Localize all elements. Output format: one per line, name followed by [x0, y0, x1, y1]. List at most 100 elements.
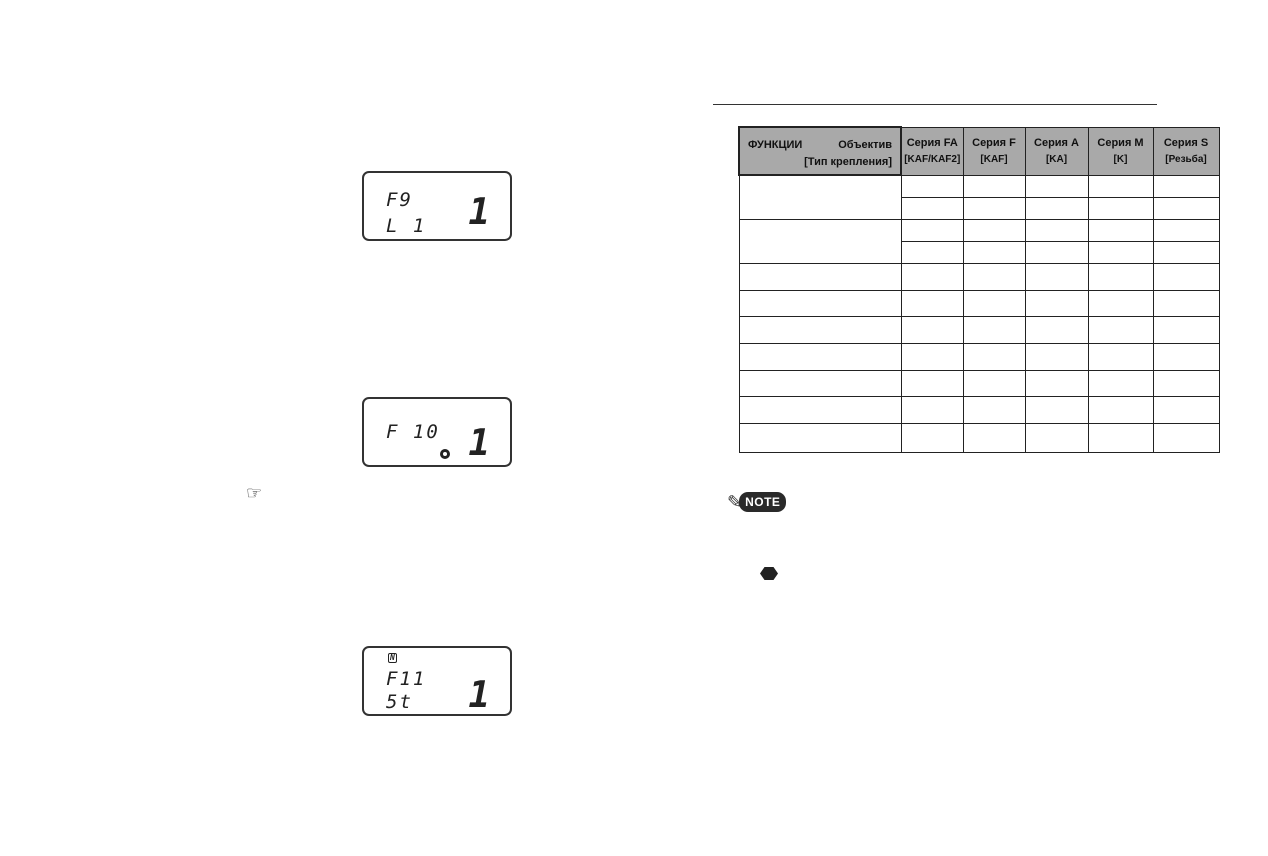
table-cell [1087, 196, 1154, 220]
lcd-value: 1 [468, 423, 490, 464]
table-cell [1152, 196, 1220, 220]
table-row [738, 342, 1220, 371]
header-fa-series: Серия FA [KAF/KAF2] [900, 126, 964, 176]
lcd-line2: L 1 [386, 215, 427, 237]
table-cell [1087, 342, 1154, 371]
header-mount: [Тип крепления] [804, 156, 892, 168]
column-mount: [KA] [1045, 153, 1068, 165]
table-cell [1152, 315, 1220, 344]
table-cell [1024, 262, 1089, 291]
table-cell [738, 422, 902, 453]
table-cell [1024, 240, 1089, 264]
table-row [738, 289, 1220, 317]
table-cell [900, 240, 964, 264]
pencil-icon: ✎ [727, 492, 743, 512]
table-cell [1152, 422, 1220, 453]
column-mount: [KAF] [980, 153, 1008, 165]
table-cell [900, 289, 964, 317]
column-title: Серия A [1034, 136, 1079, 149]
header-f-series: Серия F [KAF] [962, 126, 1026, 176]
table-cell [900, 315, 964, 344]
table-cell [962, 289, 1026, 317]
table-cell [962, 262, 1026, 291]
lcd-line2: 5t [386, 691, 413, 713]
table-cell [962, 240, 1026, 264]
column-title: Серия S [1163, 136, 1209, 149]
lcd-line1: F11 [386, 668, 427, 690]
pointing-hand-icon: ☞ [246, 483, 263, 503]
table-cell [1087, 315, 1154, 344]
column-title: Серия F [972, 136, 1016, 149]
table-cell [900, 395, 964, 424]
table-cell [1087, 289, 1154, 317]
table-cell [900, 422, 964, 453]
column-mount: [KAF/KAF2] [904, 153, 961, 165]
table-row [738, 315, 1220, 344]
table-cell [738, 218, 902, 264]
hexagon-icon [760, 567, 778, 580]
table-cell [1024, 315, 1089, 344]
table-cell [1087, 240, 1154, 264]
table-cell [962, 196, 1026, 220]
header-functions-lens: ФУНКЦИИ Объектив [Тип крепления] [738, 126, 902, 176]
table-cell [1024, 422, 1089, 453]
table-cell [738, 289, 902, 317]
table-cell [900, 262, 964, 291]
dot-icon [440, 449, 450, 459]
lcd-line1: F9 [386, 189, 413, 211]
table-cell [1024, 174, 1089, 198]
table-cell [1152, 369, 1220, 397]
table-cell [738, 315, 902, 344]
note-marker: ✎ NOTE [727, 490, 787, 514]
lcd-panel-f10: F 10 1 [362, 397, 512, 467]
table-cell [1152, 174, 1220, 198]
table-cell [738, 174, 902, 220]
table-row [738, 422, 1220, 453]
table-cell [1024, 369, 1089, 397]
lcd-line1: F 10 [386, 421, 440, 443]
table-cell [1024, 196, 1089, 220]
lcd-badge: N [388, 653, 397, 663]
table-cell [900, 174, 964, 198]
table-cell [1152, 218, 1220, 242]
table-row [739, 196, 1220, 220]
lens-compatibility-table: ФУНКЦИИ Объектив [Тип крепления] Серия F… [738, 126, 1220, 453]
table-cell [900, 196, 964, 220]
table-cell [1087, 174, 1154, 198]
table-cell [1024, 342, 1089, 371]
table-row [738, 262, 1220, 291]
table-cell [1087, 262, 1154, 291]
table-cell [1152, 289, 1220, 317]
lcd-panel-f9: F9 L 1 1 [362, 171, 512, 241]
column-mount: [K] [1113, 153, 1128, 165]
header-s-series: Серия S [Резьба] [1152, 126, 1220, 176]
lcd-panel-f11: N F11 5t 1 [362, 646, 512, 716]
table-cell [900, 369, 964, 397]
table-row [738, 369, 1220, 397]
header-m-series: Серия M [K] [1087, 126, 1154, 176]
table-cell [962, 315, 1026, 344]
table-cell [962, 369, 1026, 397]
page-rule [713, 104, 1157, 105]
header-lens: Объектив [838, 139, 892, 151]
header-a-series: Серия A [KA] [1024, 126, 1089, 176]
table-cell [962, 218, 1026, 242]
table-cell [738, 395, 902, 424]
lcd-value: 1 [468, 192, 490, 233]
table-cell [738, 369, 902, 397]
note-label: NOTE [739, 492, 787, 512]
column-title: Серия FA [906, 136, 958, 149]
table-cell [900, 342, 964, 371]
table-cell [1087, 395, 1154, 424]
table-cell [1087, 422, 1154, 453]
table-header-row: ФУНКЦИИ Объектив [Тип крепления] Серия F… [738, 126, 1220, 176]
table-cell [1152, 262, 1220, 291]
table-row [738, 174, 1220, 220]
table-row [738, 395, 1220, 424]
table-row [738, 218, 1220, 264]
table-cell [1024, 395, 1089, 424]
table-cell [1024, 289, 1089, 317]
table-cell [962, 342, 1026, 371]
table-cell [738, 262, 902, 291]
table-cell [1152, 240, 1220, 264]
